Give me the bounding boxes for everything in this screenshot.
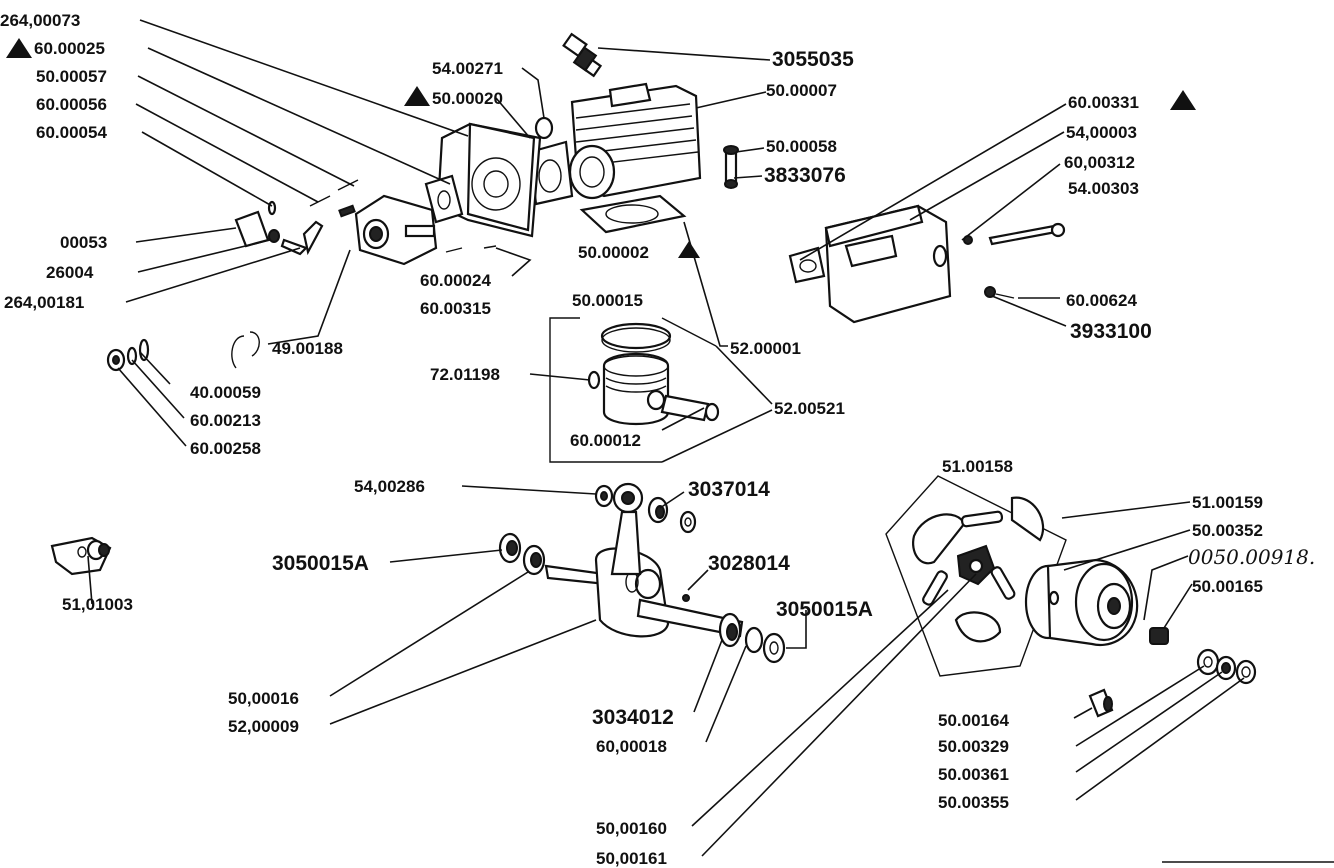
sleeve xyxy=(1088,688,1114,718)
leader-lines xyxy=(87,19,1334,863)
label-60-00024: 60.00024 xyxy=(420,271,491,290)
carb-gasket xyxy=(424,174,464,224)
label-52-00009: 52,00009 xyxy=(228,717,299,736)
label-54-00003: 54,00003 xyxy=(1066,123,1137,142)
label-50-00007: 50.00007 xyxy=(766,81,837,100)
triangle-icon xyxy=(6,38,32,58)
triangle-icon xyxy=(678,241,700,258)
label-54-00286: 54,00286 xyxy=(354,477,425,496)
label-60-00025: 60.00025 xyxy=(34,39,105,58)
label-3050015a-left: 3050015A xyxy=(272,552,369,575)
right-bearings xyxy=(718,612,786,664)
label-60-00312: 60,00312 xyxy=(1064,153,1135,172)
bar-nose-part xyxy=(50,536,112,576)
label-3055035: 3055035 xyxy=(772,48,854,71)
base-gasket xyxy=(579,194,687,234)
triangle-icon xyxy=(404,86,430,106)
triangle-marks xyxy=(6,38,1196,258)
label-3034012: 3034012 xyxy=(592,706,674,729)
muffler-screw xyxy=(984,286,1015,299)
label-264-00073: 264,00073 xyxy=(0,11,80,30)
label-3037014: 3037014 xyxy=(688,478,770,501)
circlip xyxy=(231,331,260,369)
label-50-00057: 50.00057 xyxy=(36,67,107,86)
left-bearings xyxy=(498,532,546,576)
label-60-00054: 60.00054 xyxy=(36,123,107,142)
connecting-rod xyxy=(610,482,644,576)
label-60-00258: 60.00258 xyxy=(190,439,261,458)
piston xyxy=(587,352,670,426)
label-60-00012: 60.00012 xyxy=(570,431,641,450)
label-3028014: 3028014 xyxy=(708,552,790,575)
spark-plug xyxy=(562,32,603,78)
clutch-assembly xyxy=(885,475,1067,677)
label-50-00329: 50.00329 xyxy=(938,737,1009,756)
rod-washers xyxy=(594,484,697,534)
muffler xyxy=(788,204,952,324)
label-50-00361: 50.00361 xyxy=(938,765,1009,784)
label-54-00303: 54.00303 xyxy=(1068,179,1139,198)
label-60-00624: 60.00624 xyxy=(1066,291,1137,310)
triangle-icon xyxy=(1170,90,1196,110)
label-49-00188: 49.00188 xyxy=(272,339,343,358)
label-50-00020: 50.00020 xyxy=(432,89,503,108)
part-labels: 264,00073 60.00025 50.00057 60.00056 60.… xyxy=(0,11,1315,868)
crank-pin xyxy=(682,594,690,602)
label-60-00056: 60.00056 xyxy=(36,95,107,114)
label-54-00271: 54.00271 xyxy=(432,59,503,78)
label-52-00521: 52.00521 xyxy=(774,399,845,418)
label-72-01198: 72.01198 xyxy=(430,365,500,384)
label-50-00165: 50.00165 xyxy=(1192,577,1263,596)
clutch-drum xyxy=(1024,558,1139,646)
label-60-00315: 60.00315 xyxy=(420,299,491,318)
label-60-00018: 60,00018 xyxy=(596,737,667,756)
drum-washers xyxy=(1196,648,1257,685)
muffler-bolt xyxy=(963,222,1066,246)
label-50-00164: 50.00164 xyxy=(938,711,1009,730)
label-264-00181: 264,00181 xyxy=(4,293,84,312)
label-50-00161: 50,00161 xyxy=(596,849,667,868)
label-60-00213: 60.00213 xyxy=(190,411,261,430)
label-0050-00918-handwritten: 0050.00918. xyxy=(1188,545,1315,569)
cylinder xyxy=(568,82,702,200)
stud-bolt xyxy=(723,145,739,189)
label-52-00001: 52.00001 xyxy=(730,339,801,358)
label-50-00160: 50,00160 xyxy=(596,819,667,838)
label-50-00002: 50.00002 xyxy=(578,243,649,262)
piston-pin xyxy=(660,394,720,422)
label-50-00355: 50.00355 xyxy=(938,793,1009,812)
piston-rings xyxy=(600,322,672,353)
carburetor xyxy=(338,194,438,266)
label-51-00159: 51.00159 xyxy=(1192,493,1263,512)
intake-adapter xyxy=(534,116,554,140)
needle-cage xyxy=(1149,627,1169,645)
label-50-00015: 50.00015 xyxy=(572,291,643,310)
label-50-00058: 50.00058 xyxy=(766,137,837,156)
screws-left xyxy=(267,179,497,253)
air-box xyxy=(436,122,542,238)
fuel-fitting xyxy=(234,210,324,256)
label-3050015a-right: 3050015A xyxy=(776,598,873,621)
piston-kit-bracket xyxy=(549,317,717,463)
label-50-00016: 50,00016 xyxy=(228,689,299,708)
label-51-01003: 51,01003 xyxy=(62,595,133,614)
label-60-00331: 60.00331 xyxy=(1068,93,1139,112)
label-50-00053: 00053 xyxy=(60,233,107,252)
label-3933100: 3933100 xyxy=(1070,320,1152,343)
label-3833076: 3833076 xyxy=(764,164,846,187)
label-26004: 26004 xyxy=(46,263,94,282)
label-50-00352: 50.00352 xyxy=(1192,521,1263,540)
label-51-00158: 51.00158 xyxy=(942,457,1013,476)
label-40-00059: 40.00059 xyxy=(190,383,261,402)
